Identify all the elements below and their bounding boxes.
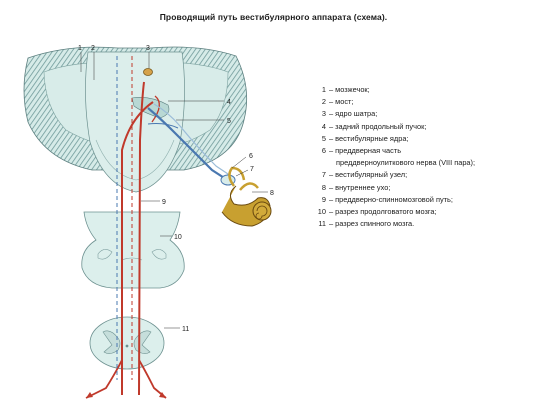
inner-ear	[221, 166, 272, 227]
legend-item-4: 4– задний продольный пучок;	[321, 121, 427, 131]
legend-item-7: 7– вестибулярный узел;	[321, 170, 408, 180]
legend-item-11: 11– разрез спинного мозга.	[318, 219, 415, 229]
label-9: 9	[162, 199, 166, 206]
label-11: 11	[182, 326, 189, 333]
label-2: 2	[91, 45, 95, 52]
vestibular-nerve	[147, 103, 235, 184]
label-5: 5	[227, 118, 231, 125]
pons	[85, 51, 185, 193]
spinal-cord-section	[89, 316, 165, 370]
diagram-title: Проводящий путь вестибулярного аппарата …	[159, 12, 388, 22]
fastigial-nucleus	[143, 68, 153, 76]
legend-item-3: 3– ядро шатра;	[321, 109, 378, 119]
vestibulospinal-tract	[85, 81, 167, 399]
label-3: 3	[146, 45, 150, 52]
legend-item-5: 5– вестибулярные ядра;	[321, 133, 409, 143]
legend-item-9: 9– преддверно-спинномозговой путь;	[321, 194, 453, 204]
legend-item-2: 2– мост;	[321, 97, 354, 107]
label-1: 1	[78, 45, 82, 52]
legend-item-8: 8– внутреннее ухо;	[321, 182, 391, 192]
posterior-longitudinal-fasciculus	[116, 56, 133, 380]
label-10: 10	[174, 234, 182, 241]
medulla-section	[81, 211, 185, 289]
legend-item-1: 1– мозжечок;	[321, 85, 370, 94]
label-6: 6	[249, 153, 253, 160]
legend: 1– мозжечок; 2– мост; 3– ядро шатра; 4– …	[316, 84, 475, 230]
legend-item-6-cont: преддверноулиткового нерва (VIII пара);	[336, 158, 476, 168]
legend-item-6: 6– преддверная часть	[321, 146, 402, 156]
label-7: 7	[250, 166, 254, 173]
legend-item-10: 10– разрез продолговатого мозга;	[317, 207, 437, 217]
label-4: 4	[227, 99, 231, 106]
leader-lines	[80, 52, 268, 329]
label-8: 8	[270, 190, 274, 197]
